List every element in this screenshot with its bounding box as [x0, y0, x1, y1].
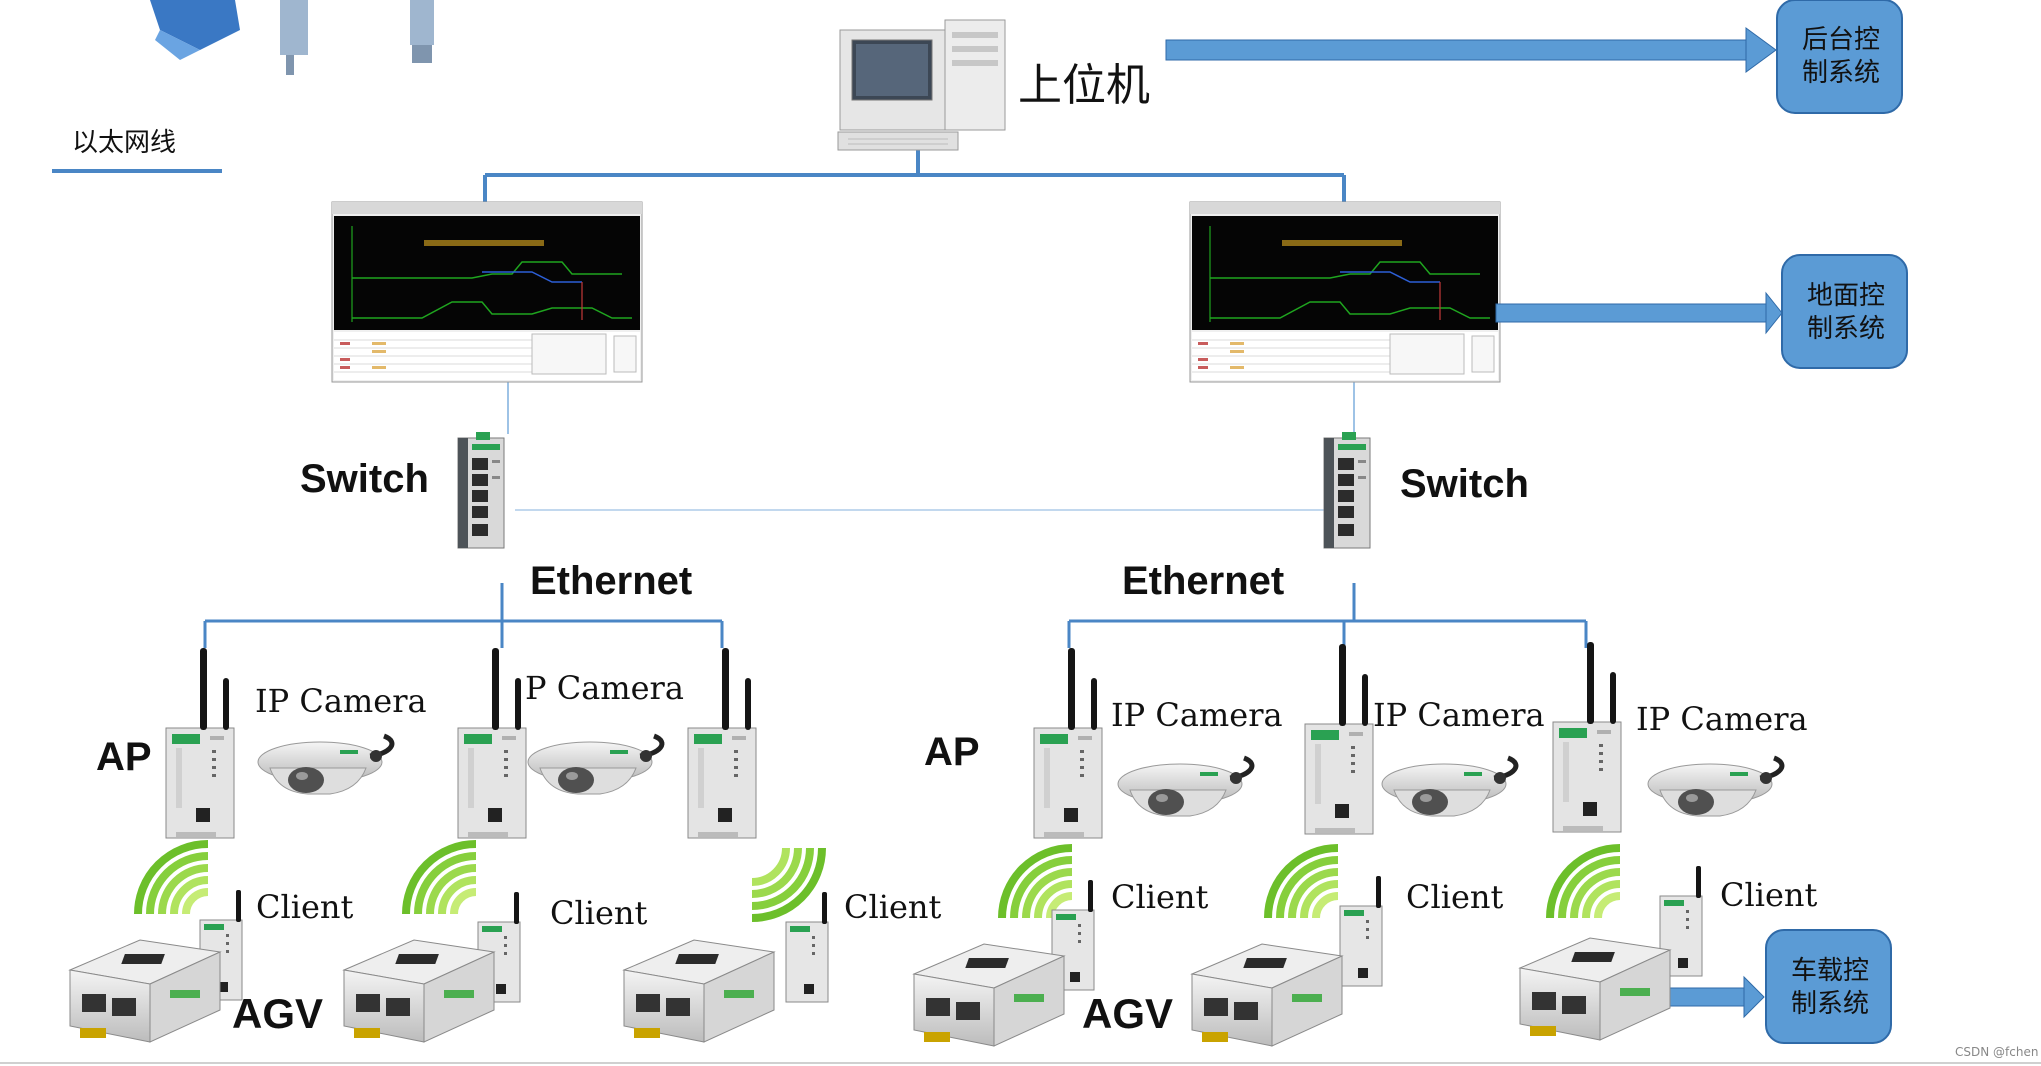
- host-computer-icon: [837, 19, 1006, 151]
- switch-left-icon: [457, 431, 505, 549]
- client-label-left-1: Client: [256, 888, 354, 926]
- agv-right-label: AGV: [1082, 990, 1173, 1037]
- decorative-illustration: [150, 0, 434, 75]
- client-label-right-1: Client: [1111, 878, 1209, 916]
- ground-box-line2: 制系统: [1807, 314, 1885, 344]
- ethernet-left-label: Ethernet: [530, 559, 692, 603]
- host-label: 上位机: [1018, 60, 1150, 111]
- client-label-right-3: Client: [1720, 876, 1818, 914]
- agv-right-3-icon: [1519, 937, 1671, 1041]
- switch-right-icon: [1323, 431, 1371, 549]
- agv-left-1-icon: [69, 939, 221, 1043]
- wifi-signal-right-2-icon: [1268, 848, 1338, 918]
- arrow-vehicle: [1655, 975, 1765, 1019]
- client-label-left-2: Client: [550, 894, 648, 932]
- monitor-screen-right: [1189, 201, 1501, 383]
- agv-right-2-icon: [1191, 943, 1343, 1047]
- agv-right-1-icon: [913, 943, 1065, 1047]
- wifi-signal-left-2-icon: [406, 844, 476, 914]
- client-label-left-3: Client: [844, 888, 942, 926]
- monitor-screen-left: [331, 201, 643, 383]
- backend-box-line1: 后台控: [1802, 25, 1880, 55]
- ap-right-3-icon: [1552, 641, 1622, 833]
- client-label-right-2: Client: [1406, 878, 1504, 916]
- ip-camera-right-3-icon: [1648, 758, 1782, 816]
- legend: 以太网线: [52, 128, 222, 173]
- switch-right-label: Switch: [1400, 462, 1529, 506]
- ip-camera-left-2-icon: [528, 736, 662, 794]
- connection-lines: [203, 140, 1588, 648]
- camera-label-right-1: IP Camera: [1111, 696, 1283, 734]
- ap-right-label: AP: [924, 730, 980, 774]
- ap-left-label: AP: [96, 735, 152, 779]
- ap-right-2-icon: [1304, 643, 1374, 835]
- ground-box-line1: 地面控: [1807, 281, 1885, 311]
- switch-left-label: Switch: [300, 457, 429, 501]
- camera-label-left-2: P Camera: [525, 669, 684, 707]
- arrow-backend: [1165, 27, 1777, 73]
- agv-left-3-icon: [623, 939, 775, 1043]
- agv-left-2-icon: [343, 939, 495, 1043]
- camera-label-right-2: IP Camera: [1373, 696, 1545, 734]
- ground-control-box: 地面控 制系统: [1781, 254, 1908, 369]
- backend-control-box: 后台控 制系统: [1776, 0, 1903, 114]
- vehicle-control-box: 车载控 制系统: [1765, 929, 1892, 1044]
- ethernet-right-label: Ethernet: [1122, 559, 1284, 603]
- camera-label-right-3: IP Camera: [1636, 700, 1808, 738]
- ap-left-1-icon: [165, 647, 235, 839]
- backend-box-line2: 制系统: [1802, 58, 1880, 88]
- wifi-signal-right-3-icon: [1550, 848, 1620, 918]
- legend-label: 以太网线: [72, 128, 176, 158]
- ap-right-1-icon: [1033, 647, 1103, 839]
- vehicle-box-line1: 车载控: [1791, 956, 1869, 986]
- arrow-ground: [1495, 291, 1783, 335]
- ip-camera-right-1-icon: [1118, 758, 1252, 816]
- ap-left-2-icon: [457, 647, 527, 839]
- ap-left-3-icon: [687, 647, 757, 839]
- client-right-2-icon: [1339, 875, 1383, 987]
- watermark: CSDN @fchen: [1955, 1045, 2038, 1059]
- wifi-signal-left-3-icon: [751, 847, 826, 922]
- vehicle-box-line2: 制系统: [1791, 989, 1869, 1019]
- wifi-signal-left-1-icon: [138, 844, 208, 914]
- ip-camera-right-2-icon: [1382, 758, 1516, 816]
- agv-left-label: AGV: [232, 990, 323, 1037]
- camera-label-left-1: IP Camera: [255, 682, 427, 720]
- ip-camera-left-1-icon: [258, 736, 392, 794]
- wifi-signal-right-1-icon: [1002, 848, 1072, 918]
